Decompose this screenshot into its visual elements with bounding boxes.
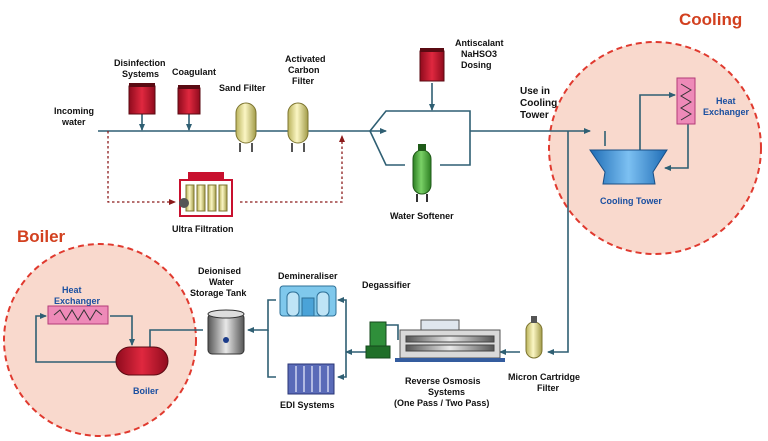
use-in-cooling-label: Use in Cooling Tower: [520, 86, 560, 121]
ultra-filtration-label: Ultra Filtration: [172, 224, 234, 234]
edi-systems-unit: [287, 363, 335, 395]
reverse-osmosis-unit: [395, 319, 505, 362]
boiler-drum: [115, 346, 169, 376]
heat-exchanger-boiler-label: Heat Exchanger: [54, 285, 101, 306]
degassifier-label: Degassifier: [362, 280, 411, 290]
water-softener-vessel: [412, 144, 432, 202]
sand-filter-vessel: [235, 102, 257, 152]
coagulant-tank: [177, 85, 201, 115]
edi-systems-label: EDI Systems: [280, 400, 335, 410]
activated-carbon-label: Activated Carbon Filter: [285, 54, 328, 86]
deionised-storage-tank: [207, 309, 245, 355]
water-softener-label: Water Softener: [390, 211, 454, 221]
ultra-filtration-unit: [179, 172, 233, 217]
incoming-water-label: Incoming water: [54, 106, 97, 127]
deionised-tank-label: Deionised Water Storage Tank: [190, 266, 247, 298]
micron-cartridge-label: Micron Cartridge Filter: [508, 372, 583, 393]
heat-exchanger-cooling-label: Heat Exchanger: [703, 96, 750, 117]
degassifier-unit: [365, 321, 391, 359]
antiscalant-tank: [419, 48, 445, 82]
uf-bypass-line: [107, 131, 345, 205]
disinfection-label: Disinfection Systems: [114, 58, 168, 79]
cooling-zone-title: Cooling: [679, 10, 742, 29]
cooling-tower-label: Cooling Tower: [600, 196, 662, 206]
main-pipe: [35, 83, 689, 380]
demineraliser-label: Demineraliser: [278, 271, 338, 281]
micron-cartridge-filter: [525, 316, 543, 359]
coagulant-label: Coagulant: [172, 67, 216, 77]
reverse-osmosis-label: Reverse Osmosis Systems (One Pass / Two …: [394, 376, 489, 408]
sand-filter-label: Sand Filter: [219, 83, 266, 93]
cooling-zone: [548, 41, 762, 255]
boiler-zone-title: Boiler: [17, 227, 66, 246]
demineraliser-unit: [279, 285, 337, 317]
boiler-zone: [3, 243, 197, 437]
heat-exchanger-boiler: [47, 305, 109, 325]
boiler-label: Boiler: [133, 386, 159, 396]
antiscalant-label: Antiscalant NaHSO3 Dosing: [455, 38, 506, 70]
carbon-filter-vessel: [287, 102, 309, 152]
cooling-tower-shape: [589, 149, 668, 185]
disinfection-tank: [128, 83, 156, 115]
heat-exchanger-cooling: [676, 77, 696, 125]
